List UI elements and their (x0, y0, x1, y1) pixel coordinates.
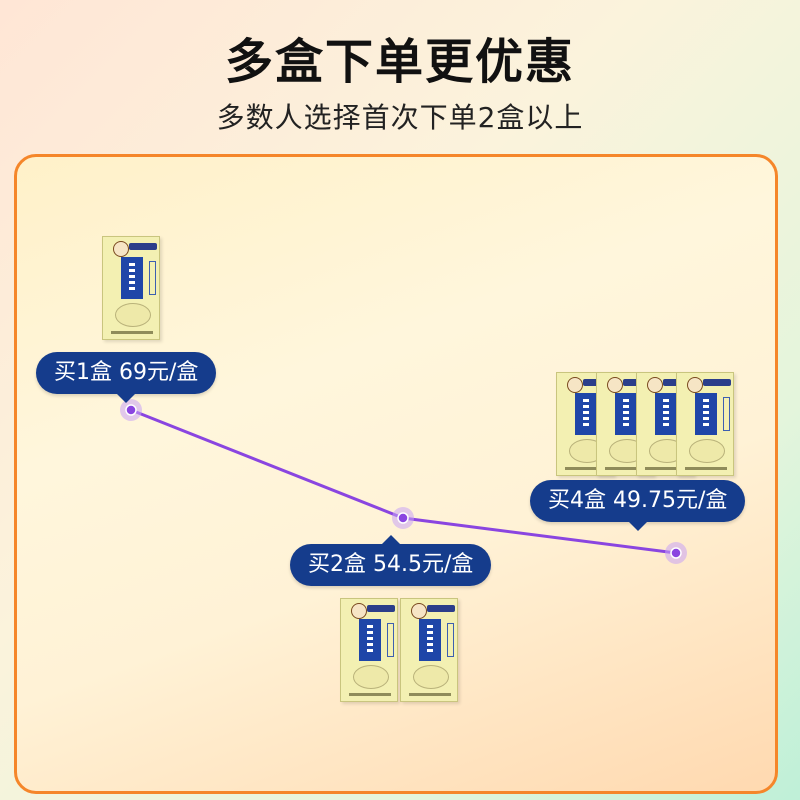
offer-1-label: 买1盒 69元/盒 (54, 360, 199, 385)
price-point-dot (670, 547, 682, 559)
product-box-icon (340, 598, 398, 702)
brand-logo-icon (113, 241, 129, 257)
brand-logo-icon (567, 377, 583, 393)
brand-logo-icon (607, 377, 623, 393)
brand-logo-icon (411, 603, 427, 619)
headline: 多盒下单更优惠 (224, 34, 575, 90)
price-point-dot (125, 404, 137, 416)
product-box-icon (676, 372, 734, 476)
price-point (392, 507, 414, 529)
price-point (665, 542, 687, 564)
offer-2-tag[interactable]: 买2盒 54.5元/盒 (290, 535, 492, 586)
price-point (120, 399, 142, 421)
subhead: 多数人选择首次下单2盒以上 (216, 101, 584, 134)
offer-2-label: 买2盒 54.5元/盒 (308, 552, 474, 577)
price-point-dot (397, 512, 409, 524)
product-box-icon (102, 236, 160, 340)
offer-1-tag[interactable]: 买1盒 69元/盒 (36, 352, 217, 403)
product-box-icon (400, 598, 458, 702)
offer-4-tag[interactable]: 买4盒 49.75元/盒 (530, 480, 746, 531)
offer-4-label: 买4盒 49.75元/盒 (548, 488, 728, 513)
brand-logo-icon (647, 377, 663, 393)
brand-logo-icon (687, 377, 703, 393)
brand-logo-icon (351, 603, 367, 619)
